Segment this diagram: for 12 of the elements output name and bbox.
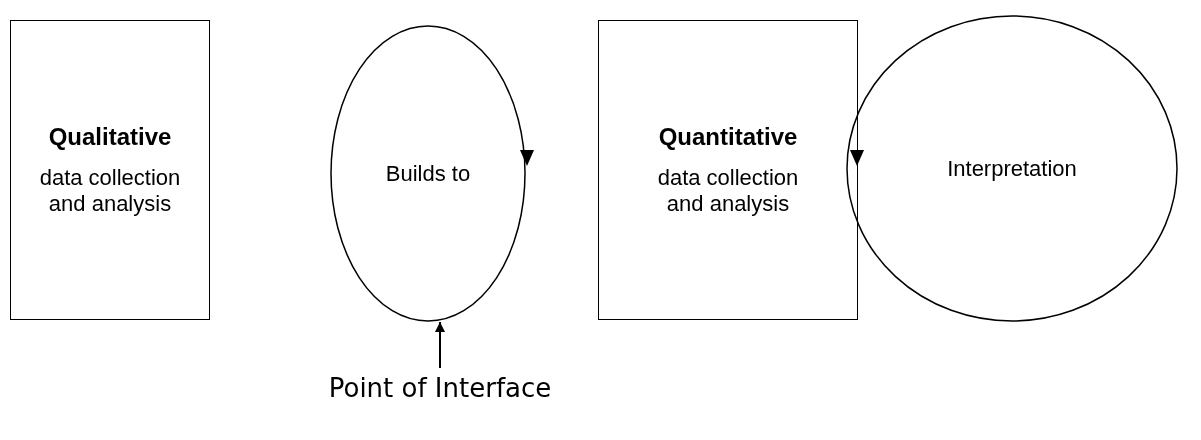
body-text: data collection and analysis (38, 165, 182, 217)
process-ellipse (846, 15, 1178, 322)
node-label: Interpretation (947, 155, 1077, 182)
node-label: Builds to (385, 160, 471, 187)
body-text: data collection and analysis (656, 165, 800, 217)
process-box (10, 20, 210, 320)
process-ellipse (330, 25, 526, 322)
heading: Quantitative (658, 123, 798, 151)
arrow (435, 321, 445, 369)
heading: Qualitative (48, 123, 172, 151)
process-box (598, 20, 858, 320)
node-label: Point of Interface (328, 375, 552, 401)
